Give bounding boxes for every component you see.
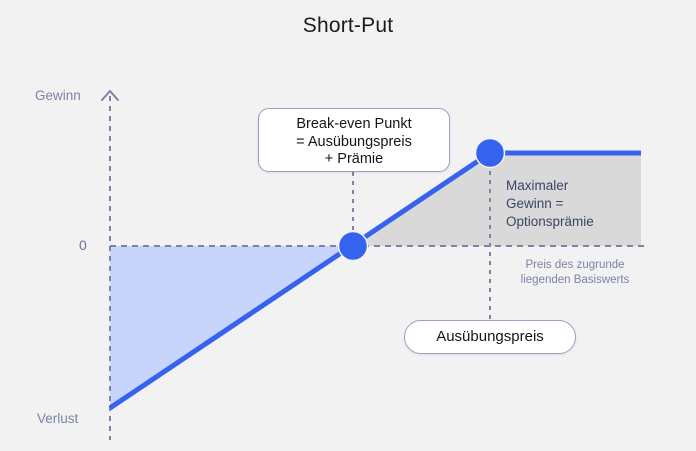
breakeven-marker-dot[interactable] bbox=[337, 230, 369, 262]
strike-marker-dot[interactable] bbox=[474, 137, 506, 169]
gain-area-fill bbox=[353, 153, 641, 246]
chart-title: Short-Put bbox=[302, 14, 394, 37]
breakeven-callout-line-3: + Prämie bbox=[324, 151, 384, 167]
breakeven-callout-line-2: = Ausübungspreis bbox=[296, 133, 412, 150]
x-axis-caption: Preis des zugrunde liegenden Basiswerts bbox=[500, 258, 650, 288]
y-axis-bottom-label: Verlust bbox=[37, 411, 79, 426]
breakeven-callout-box[interactable]: Break-even Punkt = Ausübungspreis + Präm… bbox=[258, 108, 450, 172]
x-axis-caption-line-1: Preis des zugrunde bbox=[525, 259, 625, 271]
y-axis-top-label: Gewinn bbox=[35, 88, 81, 103]
max-gain-annotation: Maximaler Gewinn = Optionsprämie bbox=[506, 178, 594, 229]
x-axis-caption-line-2: liegenden Basiswerts bbox=[520, 274, 630, 286]
strike-callout-box[interactable]: Ausübungspreis bbox=[404, 320, 576, 354]
breakeven-callout-line-1: Break-even Punkt bbox=[296, 116, 412, 132]
y-axis-zero-tick-label: 0 bbox=[79, 237, 87, 253]
y-axis-arrow-icon bbox=[101, 90, 119, 101]
